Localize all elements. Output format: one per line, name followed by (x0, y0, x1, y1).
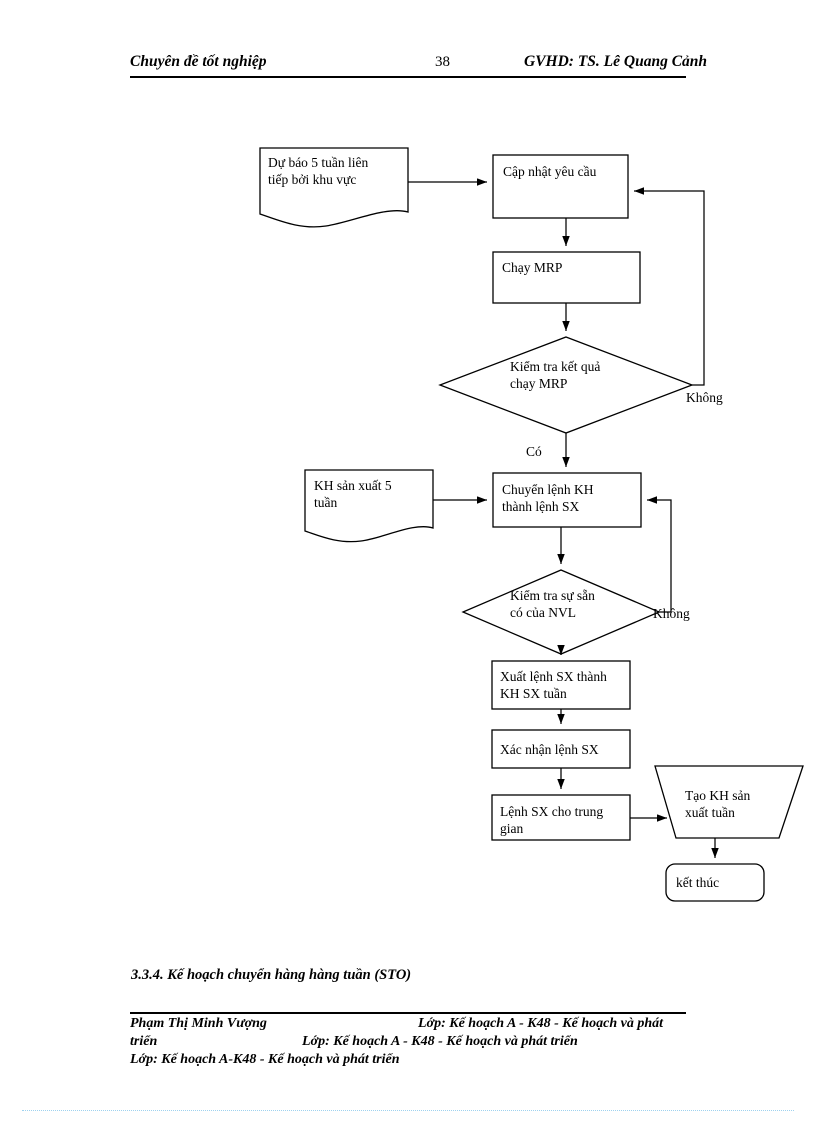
intermediate-order-label: Lệnh SX cho trung gian (500, 804, 604, 836)
edge-label-material-no: Không (653, 606, 690, 621)
intermediate-order-box (491, 794, 631, 841)
end-node-label: kết thúc (676, 875, 720, 890)
footer-class-line-2: Lớp: Kế hoạch A - K48 - Kế hoạch và phát… (302, 1034, 578, 1049)
footer-divider (130, 1012, 686, 1014)
convert-order-box (492, 472, 642, 528)
page-footer: Phạm Thị Minh Vượng Lớp: Kế hoạch A - K4… (130, 1015, 730, 1069)
run-mrp-box (492, 251, 641, 304)
check-mrp-diamond (438, 336, 694, 434)
production-plan-document-label: KH sản xuất 5 tuần (314, 478, 392, 510)
footer-class-line-3: Lớp: Kế hoạch A-K48 - Kế hoạch và phát t… (130, 1052, 400, 1067)
page-number: 38 (435, 54, 450, 70)
check-mrp-label: Kiểm tra kết quả chạy MRP (510, 359, 601, 391)
edge-label-mrp-no: Không (686, 390, 723, 405)
scan-edge-artifact (22, 1110, 794, 1111)
footer-author-name: Phạm Thị Minh Vượng (130, 1016, 267, 1031)
footer-row-1: Phạm Thị Minh Vượng Lớp: Kế hoạch A - K4… (130, 1015, 730, 1033)
confirm-order-label: Xác nhận lệnh SX (500, 742, 599, 757)
update-request-box (492, 154, 629, 219)
create-weekly-plan-label: Tạo KH sản xuất tuần (685, 788, 751, 820)
check-material-label: Kiểm tra sự sẵn có của NVL (510, 588, 595, 620)
edge-material-no-feedback (647, 496, 672, 613)
convert-order-label: Chuyển lệnh KH thành lệnh SX (502, 482, 594, 514)
update-request-label: Cập nhật yêu cầu (503, 164, 597, 179)
export-order-label: Xuất lệnh SX thành KH SX tuần (500, 669, 607, 701)
run-mrp-label: Chạy MRP (502, 260, 563, 275)
header-supervisor: GVHD: TS. Lê Quang Cảnh (524, 53, 708, 70)
confirm-order-box (491, 729, 631, 769)
header-divider (130, 76, 686, 78)
edge-mrp-no-feedback (634, 187, 705, 386)
create-weekly-plan-trapezoid (654, 765, 804, 839)
footer-class-line-1: Lớp: Kế hoạch A - K48 - Kế hoạch và phát (418, 1016, 663, 1031)
header-document-title: Chuyên đề tốt nghiệp (130, 53, 267, 70)
section-heading: 3.3.4. Kế hoạch chuyển hàng hàng tuần (S… (131, 967, 412, 983)
production-plan-document-shape (304, 469, 434, 543)
check-material-diamond (461, 569, 661, 655)
page-header: Chuyên đề tốt nghiệp 38 GVHD: TS. Lê Qua… (130, 52, 707, 76)
edge-label-mrp-yes: Có (526, 444, 542, 459)
footer-class-line-1-continuation: triển (130, 1034, 158, 1049)
forecast-document-label: Dự báo 5 tuần liên tiếp bởi khu vực (268, 155, 369, 187)
end-node (665, 863, 765, 902)
forecast-document-shape (259, 147, 409, 228)
footer-row-2: triển Lớp: Kế hoạch A - K48 - Kế hoạch v… (130, 1033, 730, 1051)
export-order-box (491, 660, 631, 710)
